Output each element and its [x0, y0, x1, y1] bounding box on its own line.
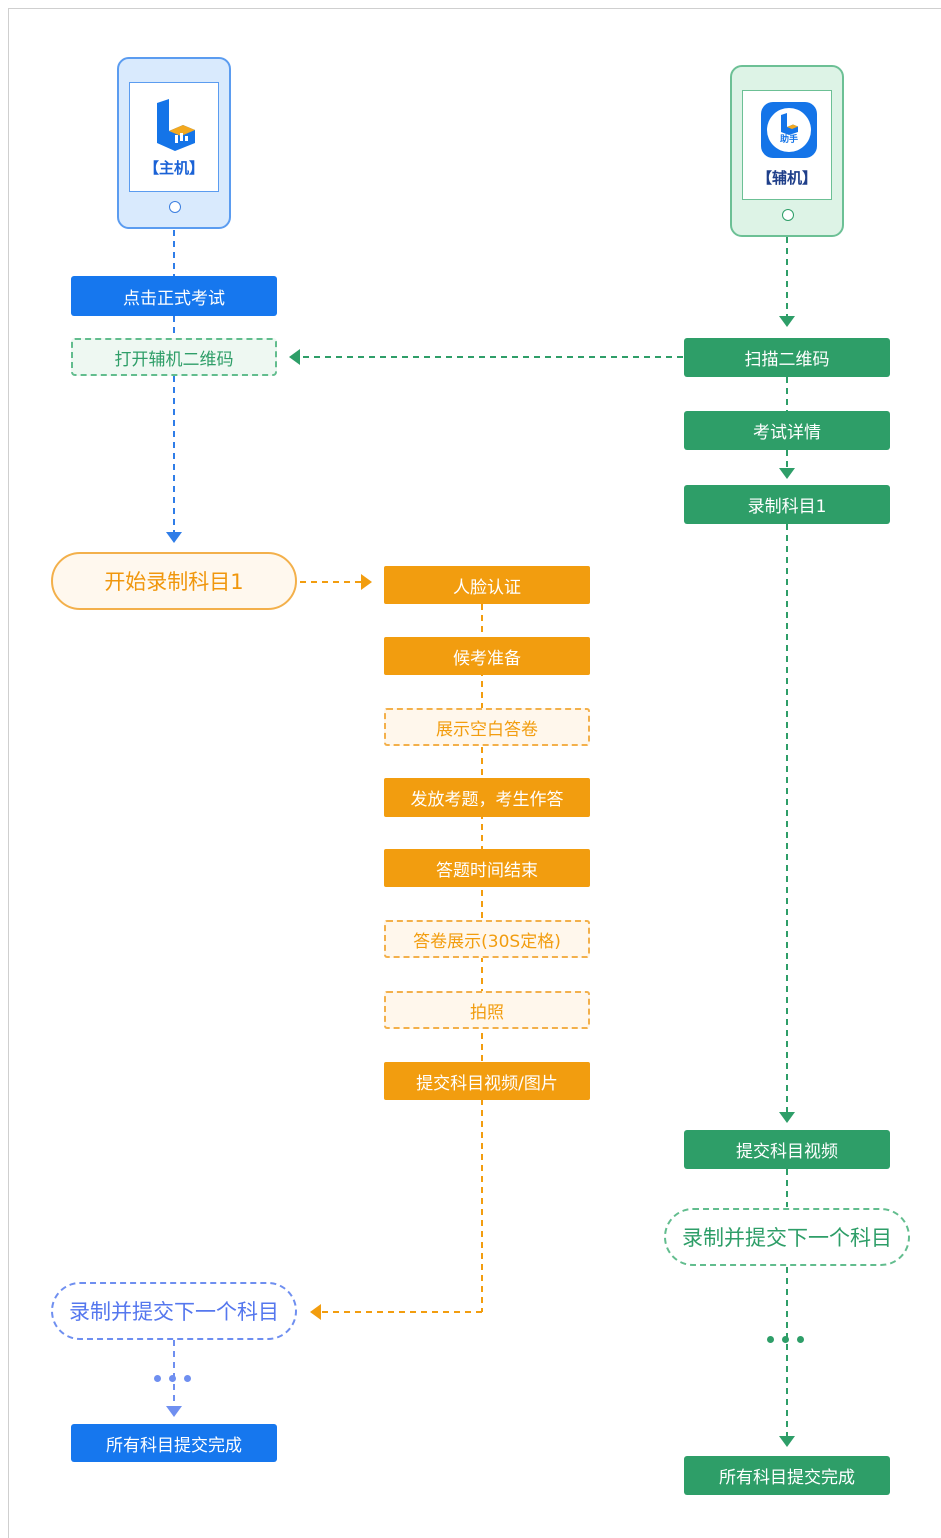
- aux-phone-screen: 助手 【辅机】: [742, 90, 832, 200]
- host-phone-label: 【主机】: [143, 159, 204, 177]
- arrow-to-face: [361, 574, 372, 590]
- submit-media-step: 提交科目视频/图片: [384, 1062, 590, 1100]
- host-phone-screen: 【主机】: [129, 82, 219, 192]
- time-end-step: 答题时间结束: [384, 849, 590, 887]
- host-all-done-step: 所有科目提交完成: [71, 1424, 277, 1462]
- host-home-button: [169, 201, 181, 213]
- aux-next-subject-step: 录制并提交下一个科目: [664, 1208, 910, 1266]
- exam-detail-step: 考试详情: [684, 411, 890, 450]
- host-next-subject-step: 录制并提交下一个科目: [51, 1282, 297, 1340]
- diagram-frame: [8, 8, 941, 1538]
- aux-home-button: [782, 209, 794, 221]
- arrow-to-record: [779, 468, 795, 479]
- scan-qr-step: 扫描二维码: [684, 338, 890, 377]
- click-exam-step: 点击正式考试: [71, 276, 277, 316]
- assistant-app-text: 助手: [779, 135, 798, 145]
- arrow-to-qr: [289, 349, 300, 365]
- host-phone: 【主机】: [117, 57, 231, 229]
- arrow-to-scan: [779, 316, 795, 327]
- arrow-to-host-done: [166, 1406, 182, 1417]
- aux-all-done-step: 所有科目提交完成: [684, 1456, 890, 1495]
- assistant-app-icon: 助手: [761, 102, 817, 158]
- arrow-to-aux-done: [779, 1436, 795, 1447]
- start-record-step: 开始录制科目1: [51, 552, 297, 610]
- face-auth-step: 人脸认证: [384, 566, 590, 604]
- arrow-to-submit-video: [779, 1112, 795, 1123]
- arrow-to-host-next: [310, 1304, 321, 1320]
- record-subject-step: 录制科目1: [684, 485, 890, 524]
- open-qr-step: 打开辅机二维码: [71, 338, 277, 376]
- photo-step: 拍照: [384, 991, 590, 1029]
- wait-prepare-step: 候考准备: [384, 637, 590, 675]
- issue-question-step: 发放考题，考生作答: [384, 778, 590, 817]
- show-paper-step: 答卷展示(30S定格): [384, 920, 590, 958]
- arrow-to-start: [166, 532, 182, 543]
- show-blank-step: 展示空白答卷: [384, 708, 590, 746]
- aux-phone: 助手 【辅机】: [730, 65, 844, 237]
- host-app-icon: [157, 99, 195, 151]
- aux-phone-label: 【辅机】: [756, 169, 817, 187]
- submit-video-step: 提交科目视频: [684, 1130, 890, 1169]
